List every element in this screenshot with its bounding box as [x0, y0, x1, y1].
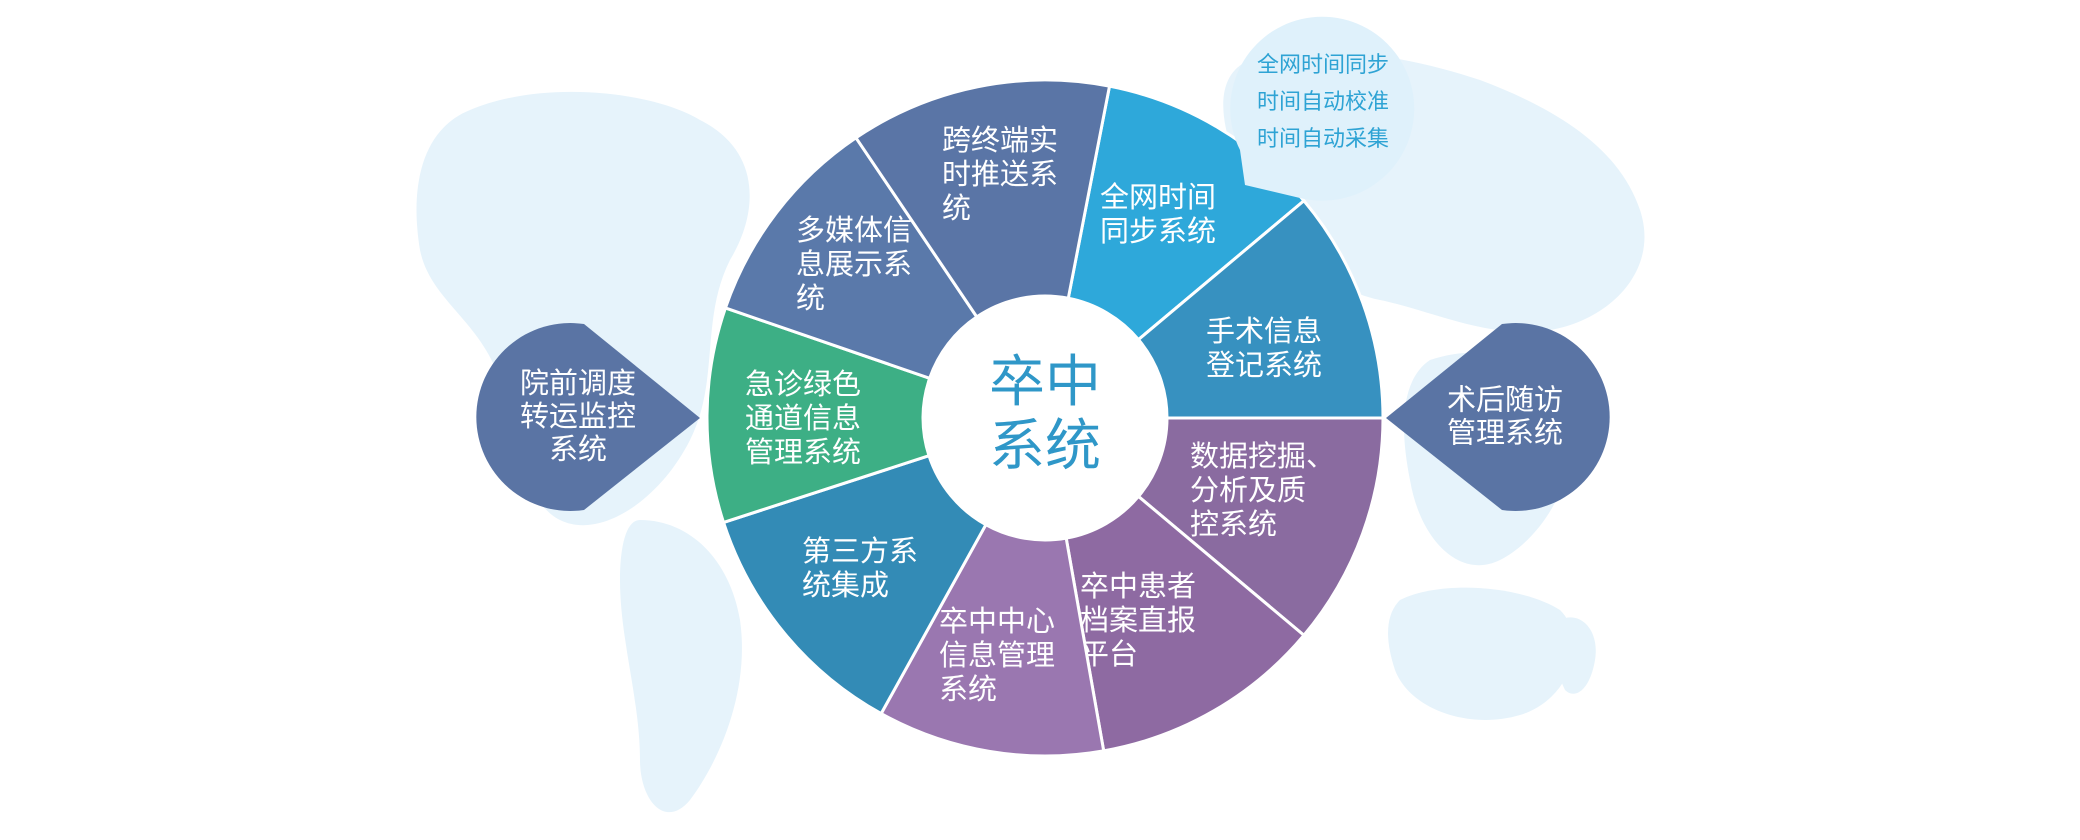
segment-label-6: 急诊绿色通道信息管理系统: [745, 367, 861, 469]
label-line: 息展示系: [796, 247, 912, 281]
label-line: 时间自动采集: [1257, 127, 1389, 152]
segment-label-5: 第三方系统集成: [802, 534, 918, 602]
label-line: 档案直报: [1080, 603, 1196, 637]
right-node-label: 术后随访管理系统: [1447, 383, 1563, 450]
segment-label-7: 多媒体信息展示系统: [796, 213, 912, 315]
label-line: 全网时间: [1100, 180, 1216, 214]
segment-label-8: 跨终端实时推送系统: [942, 123, 1058, 225]
label-line: 卒中: [989, 350, 1101, 415]
label-line: 登记系统: [1206, 348, 1322, 382]
label-line: 卒中中心: [939, 604, 1055, 638]
time-sync-callout: 全网时间同步时间自动校准时间自动采集: [1230, 16, 1415, 201]
label-line: 同步系统: [1100, 214, 1216, 248]
label-line: 信息管理: [939, 638, 1055, 672]
label-line: 手术信息: [1206, 314, 1322, 348]
label-line: 系统: [939, 672, 997, 706]
label-line: 管理系统: [745, 435, 861, 469]
center-label: 卒中系统: [989, 350, 1101, 479]
segment-label-4: 卒中中心信息管理系统: [939, 604, 1055, 706]
label-line: 分析及质: [1190, 473, 1306, 507]
segment-label-2: 数据挖掘、分析及质控系统: [1190, 439, 1335, 541]
label-line: 系统: [989, 414, 1101, 479]
label-line: 时推送系: [942, 157, 1058, 191]
segment-label-0: 全网时间同步系统: [1100, 180, 1216, 248]
left-node-shape: [476, 323, 700, 511]
label-line: 第三方系: [802, 534, 918, 568]
callout-label: 全网时间同步时间自动校准时间自动采集: [1257, 53, 1389, 152]
left-node-label: 院前调度转运监控系统: [520, 366, 636, 466]
label-line: 控系统: [1190, 507, 1277, 541]
right-node-shape: [1386, 323, 1610, 511]
label-line: 时间自动校准: [1257, 90, 1389, 115]
center-hub: 卒中系统: [923, 296, 1167, 540]
segment-label-1: 手术信息登记系统: [1206, 314, 1322, 382]
label-line: 跨终端实: [942, 123, 1058, 157]
segment-ring: 全网时间同步系统手术信息登记系统数据挖掘、分析及质控系统卒中患者档案直报平台卒中…: [705, 78, 1385, 758]
label-line: 统集成: [802, 568, 889, 602]
center-circle: [923, 296, 1167, 540]
label-line: 卒中患者: [1080, 569, 1196, 603]
label-line: 急诊绿色: [745, 367, 861, 401]
right-node: 术后随访管理系统: [1386, 323, 1610, 511]
label-line: 术后随访: [1447, 383, 1563, 417]
label-line: 数据挖掘、: [1190, 439, 1335, 473]
label-line: 转运监控: [520, 399, 636, 433]
left-node: 院前调度转运监控系统: [476, 323, 700, 511]
callout-bubble: [1230, 16, 1415, 201]
label-line: 系统: [549, 432, 607, 466]
label-line: 多媒体信: [796, 213, 912, 247]
label-line: 通道信息: [745, 401, 861, 435]
label-line: 全网时间同步: [1257, 53, 1389, 78]
label-line: 统: [942, 191, 971, 225]
label-line: 院前调度: [520, 366, 636, 400]
label-line: 统: [796, 281, 825, 315]
label-line: 管理系统: [1447, 416, 1563, 450]
